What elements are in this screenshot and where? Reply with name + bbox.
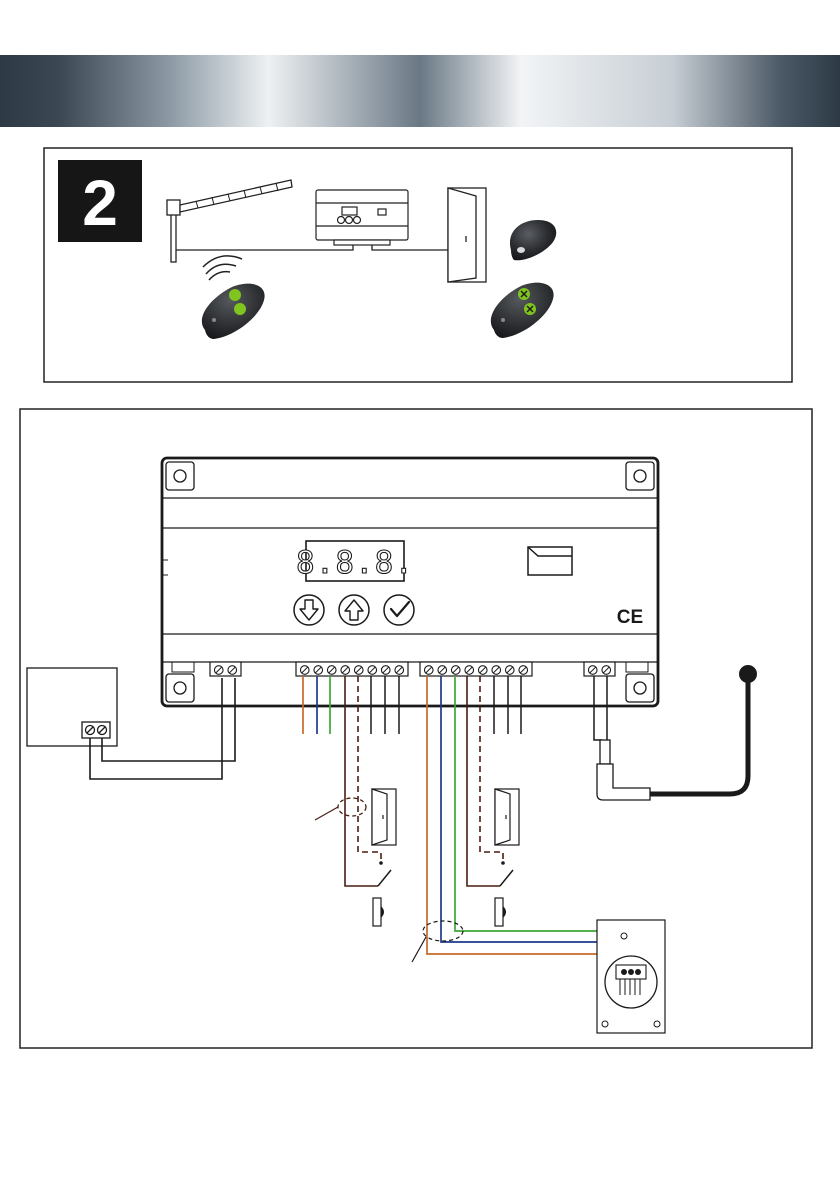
header-band [0,55,840,127]
remote-button-upper [229,289,241,301]
door-icon [495,789,519,845]
step-badge: 2 [58,160,142,242]
confirm-button[interactable] [384,595,414,625]
step-number: 2 [82,167,118,239]
up-button[interactable] [339,595,369,625]
card-reader-unit [597,920,665,1033]
door-illustration [448,188,486,282]
door-icon [372,789,396,845]
terminal-block [210,662,241,676]
controller-illustration [316,190,408,245]
segment-display: 8.8.8. [296,541,414,581]
overview-panel [44,148,792,382]
power-supply-box [27,668,117,746]
terminal-block [296,662,408,676]
card-slot-icon [528,547,572,575]
down-button[interactable] [294,595,324,625]
ce-mark: CE [617,607,643,628]
display-readout: 8.8.8. [296,545,414,581]
terminal-block [584,662,615,676]
terminal-block [420,662,532,676]
remote-button-lower [234,303,246,315]
